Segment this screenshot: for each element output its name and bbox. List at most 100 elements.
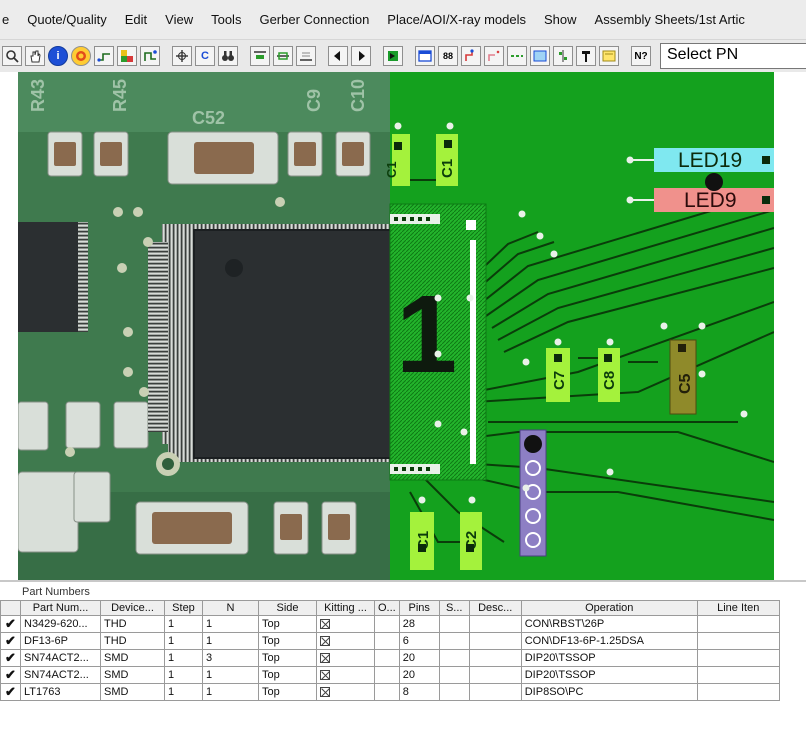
crosshair-icon[interactable]	[172, 46, 192, 66]
table-row[interactable]: ✔ SN74ACT2... SMD 1 1 Top 20 DIP20\TSSOP	[0, 666, 780, 684]
component-c5[interactable]: C5	[669, 339, 697, 415]
cell-side: Top	[258, 649, 317, 667]
kitting-checkbox[interactable]	[320, 670, 330, 681]
col-header-o[interactable]: O...	[374, 600, 400, 616]
row-checkmark[interactable]: ✔	[0, 632, 21, 650]
col-header-operation[interactable]: Operation	[520, 600, 698, 616]
component-c7[interactable]: C7	[546, 348, 570, 402]
component-c8[interactable]: C8	[598, 348, 620, 402]
col-header-s[interactable]: S...	[438, 600, 470, 616]
cell-side: Top	[258, 683, 317, 701]
prev-arrow-icon[interactable]	[328, 46, 348, 66]
col-header-step[interactable]: Step	[164, 600, 203, 616]
col-header-kitting[interactable]: Kitting ...	[316, 600, 375, 616]
panel-icon[interactable]	[530, 46, 550, 66]
window-icon[interactable]	[415, 46, 435, 66]
flag-icon[interactable]	[383, 46, 403, 66]
kitting-checkbox[interactable]	[320, 619, 330, 630]
cell-step: 1	[164, 649, 203, 667]
row-checkmark[interactable]: ✔	[0, 666, 21, 684]
kitting-checkbox[interactable]	[320, 687, 330, 698]
col-header-pins[interactable]: Pins	[398, 600, 440, 616]
cell-side: Top	[258, 615, 317, 633]
cell-kitting[interactable]	[316, 683, 375, 701]
align-bottom-icon[interactable]	[296, 46, 316, 66]
cell-kitting[interactable]	[316, 632, 375, 650]
component-c2[interactable]: C2	[460, 512, 482, 570]
info-icon[interactable]: i	[48, 46, 68, 66]
cell-s	[438, 683, 470, 701]
cell-o	[374, 649, 400, 667]
col-header-check[interactable]	[0, 600, 21, 616]
select-pn-dropdown[interactable]: Select PN	[660, 43, 806, 69]
cell-kitting[interactable]	[316, 615, 375, 633]
align-middle-icon[interactable]	[273, 46, 293, 66]
note-icon[interactable]	[599, 46, 619, 66]
distribute-icon[interactable]	[553, 46, 573, 66]
board-view[interactable]: R43 R45 C52 C9 C10	[18, 72, 774, 580]
menu-item-tools[interactable]: Tools	[211, 12, 242, 27]
table-row[interactable]: ✔ LT1763 SMD 1 1 Top 8 DIP8SO\PC	[0, 683, 780, 701]
menu-item-show[interactable]: Show	[544, 12, 577, 27]
cell-kitting[interactable]	[316, 649, 375, 667]
component-c1-top-b[interactable]: C1	[436, 134, 458, 186]
grid-88-icon[interactable]: 88	[438, 46, 458, 66]
cell-n: 1	[202, 632, 259, 650]
panel-caption: Part Numbers	[20, 586, 92, 598]
table-row[interactable]: ✔ DF13-6P THD 1 1 Top 6 CON\DF13-6P-1.25…	[0, 632, 780, 650]
menu-item-quote-quality[interactable]: Quote/Quality	[27, 12, 107, 27]
cell-pins: 8	[398, 683, 440, 701]
menu-item-edit[interactable]: Edit	[124, 12, 148, 27]
row-checkmark[interactable]: ✔	[0, 649, 21, 667]
kitting-checkbox[interactable]	[320, 653, 330, 664]
cell-device: SMD	[100, 649, 165, 667]
menu-item-place-aoi[interactable]: Place/AOI/X-ray models	[387, 12, 527, 27]
connect-net-icon[interactable]	[461, 46, 481, 66]
net-label-led19[interactable]: LED19	[630, 148, 774, 172]
next-arrow-icon[interactable]	[351, 46, 371, 66]
trace-select-icon[interactable]	[140, 46, 160, 66]
component-c1-top-a[interactable]: C1	[384, 134, 410, 186]
component-c1-bottom[interactable]: C1	[410, 512, 434, 570]
disconnect-net-icon[interactable]	[484, 46, 504, 66]
parts-table: Part Num... Device... Step N Side Kittin…	[0, 600, 780, 701]
target-icon[interactable]	[71, 46, 91, 66]
cell-s	[438, 649, 470, 667]
cell-device: THD	[100, 632, 165, 650]
table-row[interactable]: ✔ SN74ACT2... SMD 1 3 Top 20 DIP20\TSSOP	[0, 649, 780, 667]
menu-item-assembly-sheets[interactable]: Assembly Sheets/1st Artic	[594, 12, 745, 27]
pan-hand-icon[interactable]	[25, 46, 45, 66]
refresh-c-icon[interactable]: C	[195, 46, 215, 66]
help-icon[interactable]: N?	[631, 46, 651, 66]
table-row[interactable]: ✔ N3429-620... THD 1 1 Top 28 CON\RBST\2…	[0, 615, 780, 633]
cell-device: SMD	[100, 666, 165, 684]
zoom-icon[interactable]	[2, 46, 22, 66]
menu-item-gerber-connection[interactable]: Gerber Connection	[259, 12, 370, 27]
board-photo-half: R43 R45 C52 C9 C10	[18, 72, 395, 580]
menu-item-file[interactable]: e	[2, 12, 10, 27]
menu-item-view[interactable]: View	[165, 12, 194, 27]
pin-icon[interactable]	[576, 46, 596, 66]
line-style-icon[interactable]	[507, 46, 527, 66]
kitting-checkbox[interactable]	[320, 636, 330, 647]
col-header-n[interactable]: N	[202, 600, 259, 616]
route-icon[interactable]	[94, 46, 114, 66]
col-header-line-item[interactable]: Line Iten	[696, 600, 780, 616]
row-checkmark[interactable]: ✔	[0, 683, 21, 701]
right-margin	[774, 72, 806, 580]
binoculars-icon[interactable]	[218, 46, 238, 66]
connector-5pin[interactable]	[519, 429, 547, 557]
col-header-side[interactable]: Side	[258, 600, 317, 616]
col-header-device[interactable]: Device...	[100, 600, 165, 616]
cell-kitting[interactable]	[316, 666, 375, 684]
align-top-icon[interactable]	[250, 46, 270, 66]
cell-pins: 6	[398, 632, 440, 650]
cell-pins: 20	[398, 649, 440, 667]
col-header-part-number[interactable]: Part Num...	[20, 600, 101, 616]
color-layers-icon[interactable]	[117, 46, 137, 66]
net-label-led9[interactable]: LED9	[630, 173, 774, 212]
cell-o	[374, 666, 400, 684]
col-header-desc[interactable]: Desc...	[468, 600, 522, 616]
row-checkmark[interactable]: ✔	[0, 615, 21, 633]
cell-operation: CON\RBST\26P	[520, 615, 698, 633]
